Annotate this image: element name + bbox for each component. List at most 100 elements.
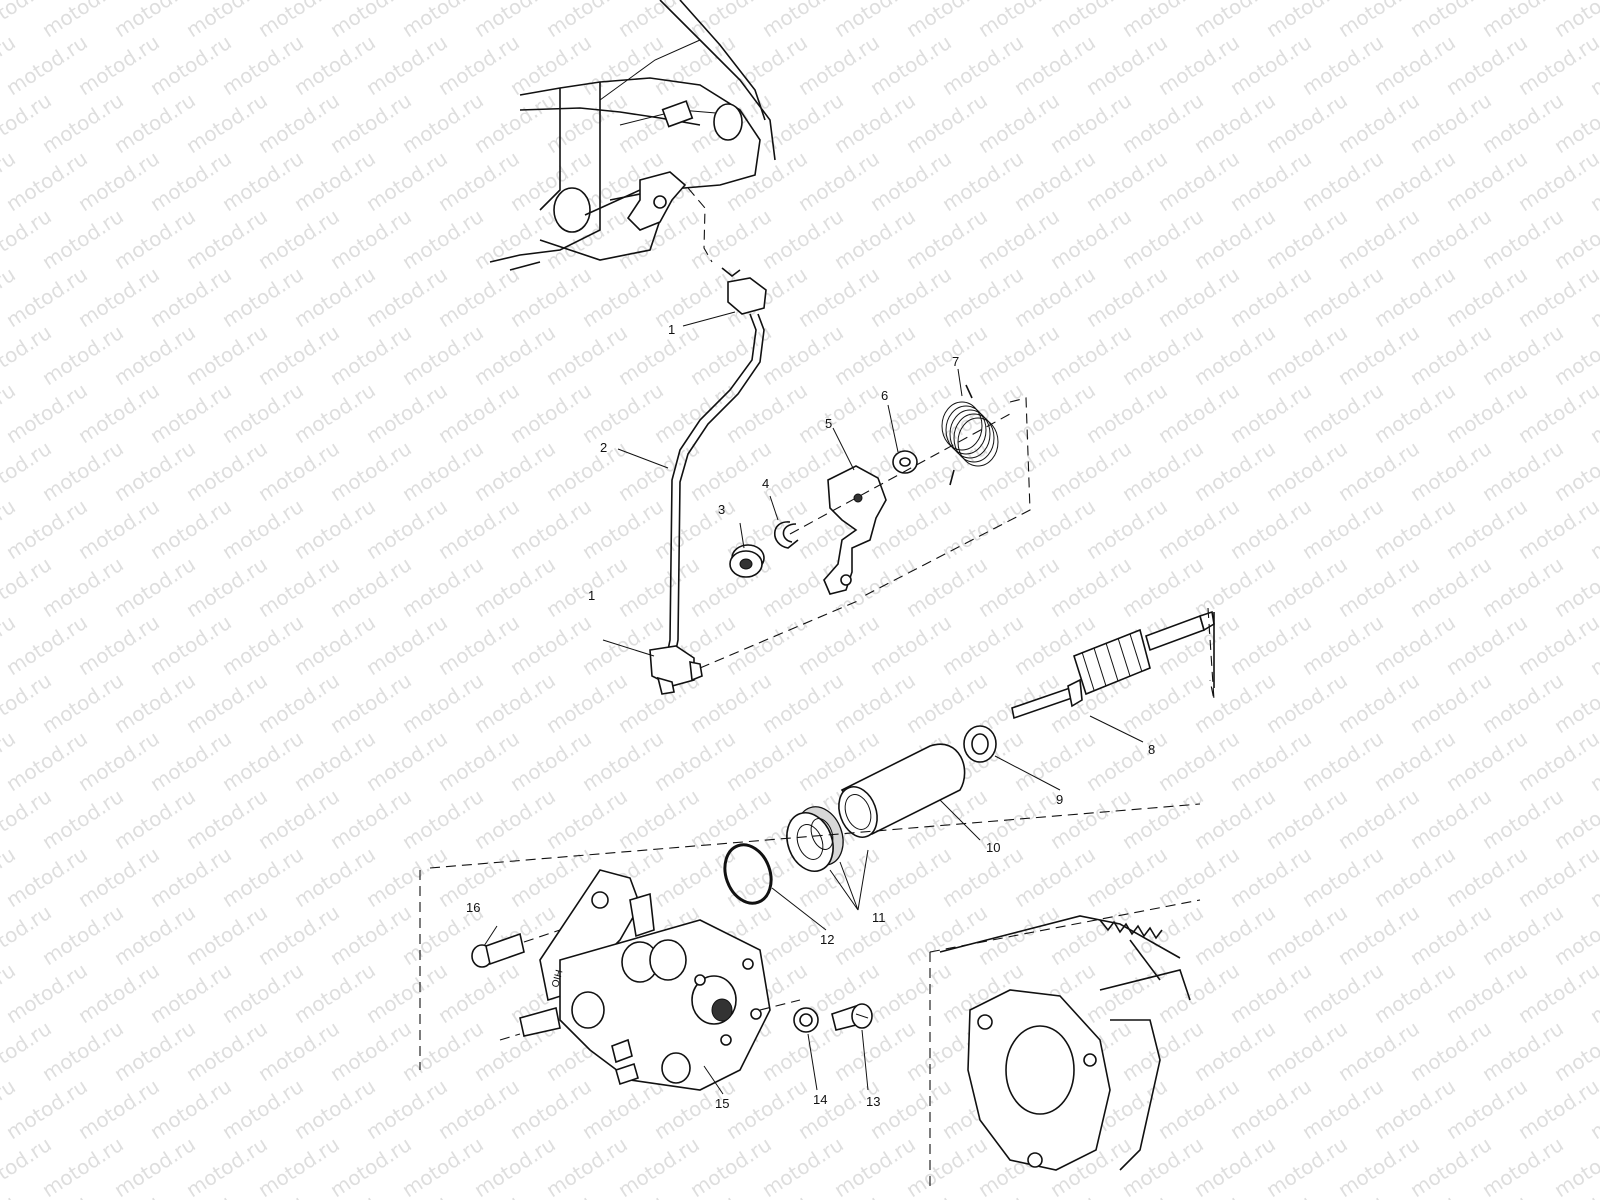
- watermark-text: motod.ru: [614, 436, 704, 506]
- watermark-text: motod.ru: [650, 262, 740, 332]
- watermark-text: motod.ru: [74, 146, 164, 216]
- watermark-text: motod.ru: [470, 320, 560, 390]
- watermark-text: motod.ru: [542, 668, 632, 738]
- watermark-text: motod.ru: [434, 958, 524, 1028]
- watermark-text: motod.ru: [1334, 436, 1424, 506]
- callout-3: 3: [718, 502, 725, 517]
- watermark-text: motod.ru: [1046, 900, 1136, 970]
- watermark-text: motod.ru: [218, 726, 308, 796]
- watermark-text: motod.ru: [1334, 88, 1424, 158]
- watermark-text: motod.ru: [1262, 88, 1352, 158]
- watermark-text: motod.ru: [1118, 204, 1208, 274]
- watermark-text: motod.ru: [1442, 726, 1532, 796]
- watermark-text: motod.ru: [1298, 494, 1388, 564]
- watermark-text: motod.ru: [974, 552, 1064, 622]
- watermark-text: motod.ru: [1478, 784, 1568, 854]
- watermark-text: motod.ru: [110, 436, 200, 506]
- watermark-text: motod.ru: [290, 30, 380, 100]
- watermark-text: motod.ru: [110, 668, 200, 738]
- watermark-text: motod.ru: [1478, 320, 1568, 390]
- watermark-text: motod.ru: [290, 146, 380, 216]
- watermark-text: motod.ru: [902, 204, 992, 274]
- watermark-text: motod.ru: [1478, 900, 1568, 970]
- watermark-text: motod.ru: [614, 552, 704, 622]
- watermark-text: motod.ru: [1082, 958, 1172, 1028]
- callout-10: 10: [986, 840, 1000, 855]
- shaft-parts: [419, 607, 1215, 1070]
- watermark-text: motod.ru: [110, 88, 200, 158]
- watermark-text: motod.ru: [146, 494, 236, 564]
- callout-7: 7: [952, 354, 959, 369]
- watermark-text: motod.ru: [506, 610, 596, 680]
- watermark-text: motod.ru: [1226, 378, 1316, 448]
- watermark-text: motod.ru: [362, 610, 452, 680]
- watermark-text: motod.ru: [1370, 958, 1460, 1028]
- watermark-text: motod.ru: [326, 320, 416, 390]
- watermark-text: motod.ru: [506, 726, 596, 796]
- spring-7: [941, 384, 999, 486]
- watermark-text: motod.ru: [866, 146, 956, 216]
- watermark-text: motod.ru: [902, 320, 992, 390]
- watermark-text: motod.ru: [1154, 494, 1244, 564]
- watermark-text: motod.ru: [1262, 668, 1352, 738]
- watermark-text: motod.ru: [1118, 668, 1208, 738]
- watermark-text: motod.ru: [1226, 726, 1316, 796]
- watermark-text: motod.ru: [470, 552, 560, 622]
- watermark-text: motod.ru: [290, 610, 380, 680]
- watermark-text: motod.ru: [1406, 900, 1496, 970]
- watermark-text: motod.ru: [146, 146, 236, 216]
- watermark-text: motod.ru: [1118, 1016, 1208, 1086]
- watermark-text: motod.ru: [218, 378, 308, 448]
- watermark-text: motod.ru: [1298, 262, 1388, 332]
- watermark-text: motod.ru: [146, 262, 236, 332]
- watermark-text: motod.ru: [506, 494, 596, 564]
- watermark-text: motod.ru: [1046, 204, 1136, 274]
- watermark-text: motod.ru: [866, 958, 956, 1028]
- watermark-text: motod.ru: [758, 204, 848, 274]
- watermark-text: motod.ru: [1262, 320, 1352, 390]
- watermark-text: motod.ru: [758, 668, 848, 738]
- watermark-text: motod.ru: [1334, 320, 1424, 390]
- watermark-text: motod.ru: [1370, 726, 1460, 796]
- watermark-text: motod.ru: [2, 262, 92, 332]
- watermark-text: motod.ru: [362, 958, 452, 1028]
- watermark-text: motod.ru: [218, 30, 308, 100]
- callout-4: 4: [762, 476, 769, 491]
- watermark-text: motod.ru: [398, 320, 488, 390]
- watermark-text: motod.ru: [1442, 146, 1532, 216]
- watermark-text: motod.ru: [830, 668, 920, 738]
- watermark-text: motod.ru: [1514, 262, 1600, 332]
- watermark-text: motod.ru: [938, 494, 1028, 564]
- watermark-text: motod.ru: [650, 726, 740, 796]
- watermark-text: motod.ru: [182, 668, 272, 738]
- watermark-text: motod.ru: [938, 30, 1028, 100]
- watermark-text: motod.ru: [470, 204, 560, 274]
- watermark-text: motod.ru: [254, 552, 344, 622]
- watermark-text: motod.ru: [686, 204, 776, 274]
- watermark-text: motod.ru: [146, 610, 236, 680]
- watermark-text: motod.ru: [1406, 1016, 1496, 1086]
- watermark-text: motod.ru: [1298, 378, 1388, 448]
- watermark-text: motod.ru: [290, 262, 380, 332]
- watermark-text: motod.ru: [146, 1074, 236, 1144]
- watermark-text: motod.ru: [1406, 88, 1496, 158]
- watermark-text: motod.ru: [362, 146, 452, 216]
- leader-lines: [483, 311, 1144, 1095]
- watermark-text: motod.ru: [2, 146, 92, 216]
- watermark-text: motod.ru: [830, 204, 920, 274]
- watermark-text: motod.ru: [1046, 88, 1136, 158]
- watermark-text: motod.ru: [722, 726, 812, 796]
- watermark-text: motod.ru: [434, 146, 524, 216]
- watermark-text: motod.ru: [902, 900, 992, 970]
- watermark-text: motod.ru: [1118, 552, 1208, 622]
- watermark-text: motod.ru: [1442, 378, 1532, 448]
- watermark-text: motod.ru: [938, 842, 1028, 912]
- watermark-text: motod.ru: [1262, 552, 1352, 622]
- watermark-text: motod.ru: [434, 378, 524, 448]
- callout-14: 14: [813, 1092, 827, 1107]
- watermark-text: motod.ru: [1406, 668, 1496, 738]
- watermark-text: motod.ru: [2, 378, 92, 448]
- watermark-text: motod.ru: [326, 1016, 416, 1086]
- watermark-text: motod.ru: [1190, 204, 1280, 274]
- watermark-text: motod.ru: [506, 1074, 596, 1144]
